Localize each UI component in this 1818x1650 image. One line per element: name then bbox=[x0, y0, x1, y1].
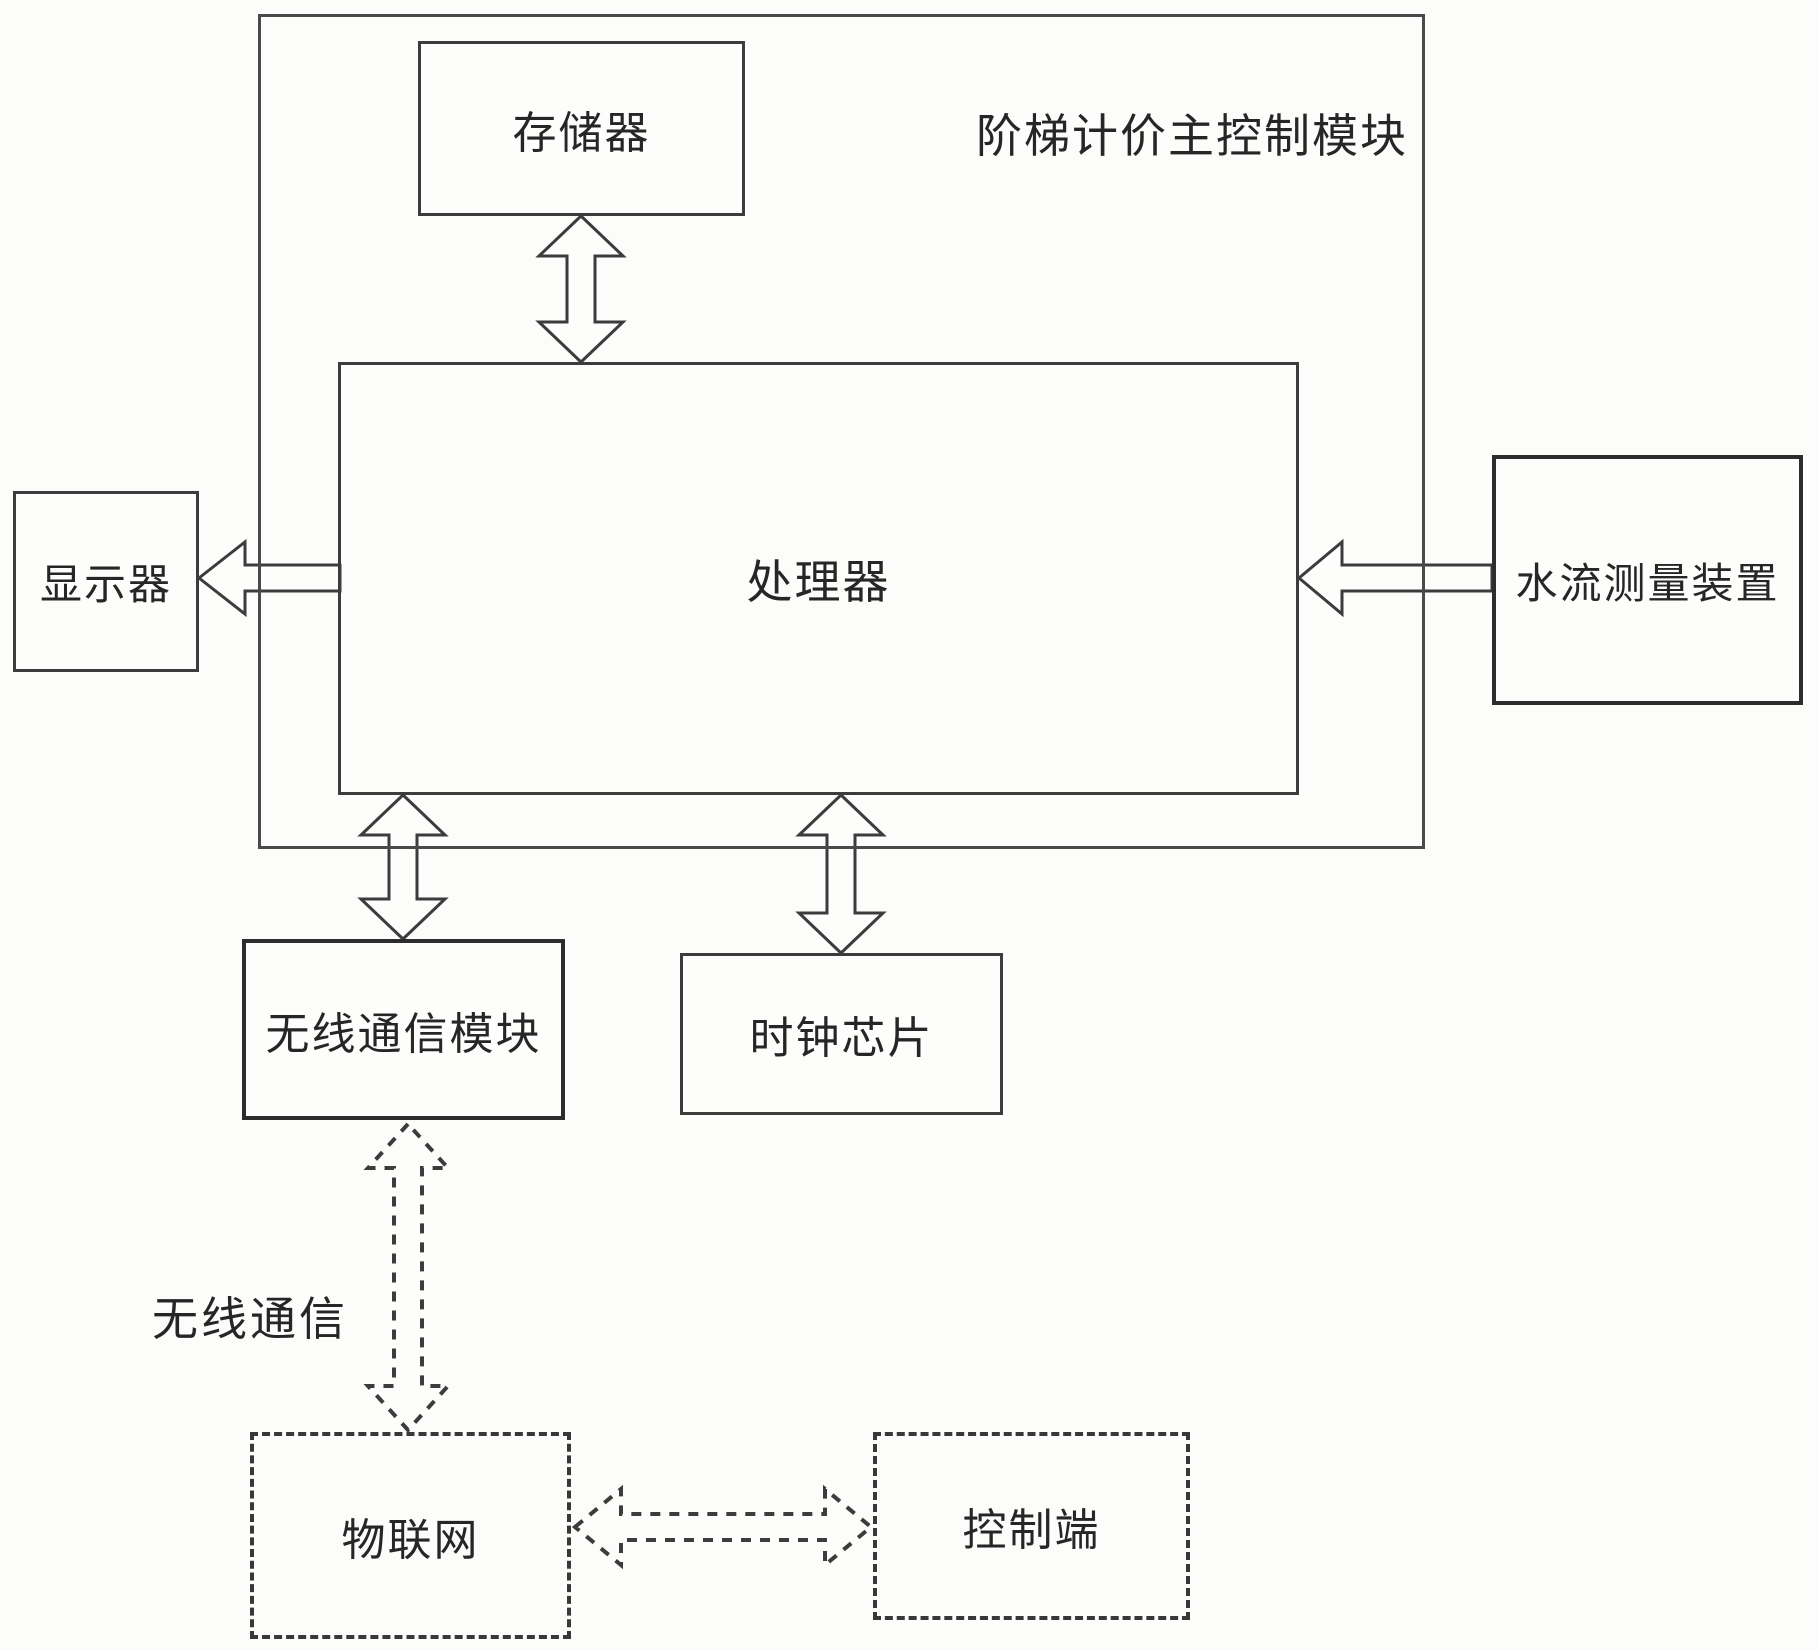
clock-chip-box: 时钟芯片 bbox=[680, 953, 1003, 1115]
clock-chip-label: 时钟芯片 bbox=[749, 1014, 934, 1063]
display-label: 显示器 bbox=[39, 561, 172, 608]
memory-label: 存储器 bbox=[512, 108, 651, 158]
processor-box: 处理器 bbox=[338, 362, 1299, 795]
iot-box: 物联网 bbox=[250, 1432, 571, 1639]
iot-label: 物联网 bbox=[341, 1515, 480, 1565]
water-flow-device-label: 水流测量装置 bbox=[1515, 559, 1780, 607]
main-module-title: 阶梯计价主控制模块 bbox=[976, 110, 1408, 162]
wireless-module-label: 无线通信模块 bbox=[265, 1009, 542, 1059]
control-terminal-box: 控制端 bbox=[873, 1432, 1190, 1620]
iot-control-dashed-double-arrow-icon bbox=[571, 1484, 875, 1570]
wireless-iot-dashed-double-arrow-icon bbox=[363, 1121, 453, 1433]
display-box: 显示器 bbox=[13, 491, 199, 672]
wireless-module-box: 无线通信模块 bbox=[242, 939, 565, 1120]
control-terminal-label: 控制端 bbox=[962, 1506, 1101, 1555]
memory-box: 存储器 bbox=[418, 41, 745, 216]
water-flow-device-box: 水流测量装置 bbox=[1492, 455, 1803, 705]
processor-label: 处理器 bbox=[746, 555, 891, 608]
wireless-edge-label: 无线通信 bbox=[152, 1293, 348, 1345]
main-module-frame bbox=[258, 14, 1425, 849]
